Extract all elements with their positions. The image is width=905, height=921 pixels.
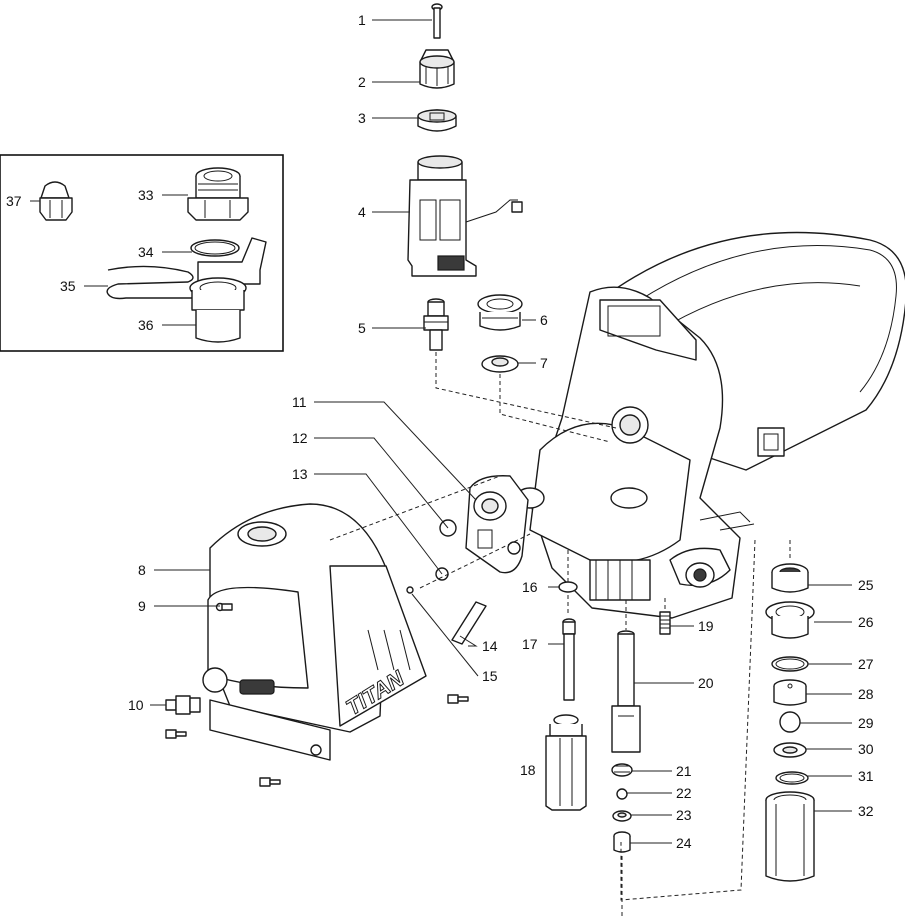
callout-6: 6 [540,312,548,328]
callout-34: 34 [138,244,154,260]
part-29-ball [779,711,801,733]
part-10-fitting [165,695,201,715]
callout-9: 9 [138,598,146,614]
callout-18: 18 [520,762,536,778]
part-30-seal [773,742,807,758]
part-17-rod [562,618,576,701]
part-8-front-cover: TITAN [202,503,427,761]
callout-15: 15 [482,668,498,684]
callout-27: 27 [858,656,874,672]
part-18-filter-body [545,714,587,811]
callout-37: 37 [6,193,22,209]
callout-2: 2 [358,74,366,90]
callout-7: 7 [540,355,548,371]
part-21-spring-clip [611,763,633,777]
part-2-knob [419,49,455,89]
callout-17: 17 [522,636,538,652]
callout-19: 19 [698,618,714,634]
callout-labels: 1 2 3 4 5 6 7 8 9 10 11 12 13 14 15 16 1… [6,12,874,851]
loose-screws [165,694,469,787]
callout-31: 31 [858,768,874,784]
part-32-inlet-housing [765,791,815,882]
callout-36: 36 [138,317,154,333]
callout-11: 11 [292,394,307,410]
callout-21: 21 [676,763,692,779]
callout-10: 10 [128,697,144,713]
callout-16: 16 [522,579,538,595]
part-5-valve [423,298,449,351]
part-16-o-ring [558,581,578,593]
part-26-housing [765,601,815,639]
part-22-ball [616,788,628,800]
callout-22: 22 [676,785,692,801]
part-15-pin-small [406,586,414,594]
leader-lines [30,19,852,844]
part-3-retainer [417,109,457,132]
part-6-seat [477,294,523,331]
callout-3: 3 [358,110,366,126]
callout-29: 29 [858,715,874,731]
inset-panel [0,154,284,352]
part-36-body [189,237,267,343]
part-7-washer [481,355,519,373]
callout-5: 5 [358,320,366,336]
callout-20: 20 [698,675,714,691]
part-28-seat [773,679,807,706]
part-1-screw [431,3,443,39]
part-24-cup [613,831,631,853]
assembly-lines [329,352,791,916]
part-11-bracket [465,475,529,574]
part-37-cap-nut [39,181,73,221]
callout-8: 8 [138,562,146,578]
callout-30: 30 [858,741,874,757]
callout-33: 33 [138,187,154,203]
callout-25: 25 [858,577,874,593]
callout-24: 24 [676,835,692,851]
part-14-pin [451,601,487,645]
callout-26: 26 [858,614,874,630]
part-20-piston [611,630,641,753]
part-9-screw [215,602,233,612]
callout-13: 13 [292,466,308,482]
part-25-nut [771,563,809,593]
part-33-fitting [187,167,249,221]
callout-32: 32 [858,803,874,819]
part-35-clip [106,265,194,300]
part-34-o-ring [190,239,240,257]
callout-28: 28 [858,686,874,702]
part-19-fitting [659,611,671,635]
callout-12: 12 [292,430,308,446]
callout-35: 35 [60,278,76,294]
part-4-switch-assembly [407,155,523,277]
callout-4: 4 [358,204,366,220]
callout-14: 14 [482,638,498,654]
pump-frame [515,286,755,619]
callout-23: 23 [676,807,692,823]
callout-1: 1 [358,12,366,28]
